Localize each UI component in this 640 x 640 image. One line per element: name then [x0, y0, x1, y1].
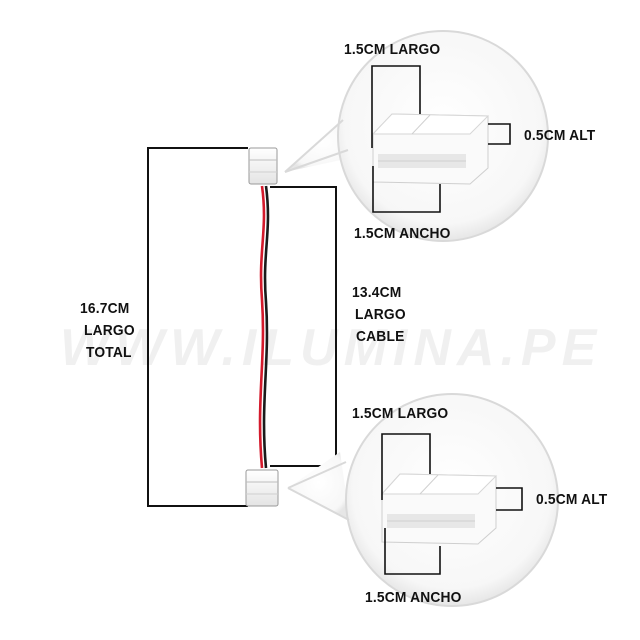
total-length-value: 16.7CM [80, 300, 130, 317]
top-connector-zoom [371, 113, 490, 185]
top-width-label: 1.5CM ANCHO [354, 225, 451, 242]
top-height-label: 0.5CM ALT [524, 127, 596, 144]
bottom-height-dim [496, 487, 523, 511]
bottom-length-dim [381, 433, 431, 500]
bottom-height-label: 0.5CM ALT [536, 491, 608, 508]
cable [258, 185, 270, 469]
watermark: WWW.ILUMINA.PE [60, 319, 603, 377]
cable-length-bracket [270, 186, 337, 467]
cable-length-line2: CABLE [356, 328, 405, 345]
total-length-line1: LARGO [84, 322, 135, 339]
bottom-width-label: 1.5CM ANCHO [365, 589, 462, 606]
cable-length-line1: LARGO [355, 306, 406, 323]
bottom-connector-small [245, 469, 279, 507]
top-height-dim [488, 123, 511, 145]
top-width-dim [372, 166, 441, 213]
top-length-dim [371, 65, 421, 148]
top-length-label: 1.5CM LARGO [344, 41, 441, 58]
bottom-width-dim [384, 528, 441, 575]
top-connector-small [248, 147, 278, 185]
bottom-length-label: 1.5CM LARGO [352, 405, 449, 422]
cable-length-value: 13.4CM [352, 284, 402, 301]
total-length-line2: TOTAL [86, 344, 132, 361]
bottom-connector-zoom [380, 473, 498, 545]
total-length-bracket [147, 147, 248, 507]
